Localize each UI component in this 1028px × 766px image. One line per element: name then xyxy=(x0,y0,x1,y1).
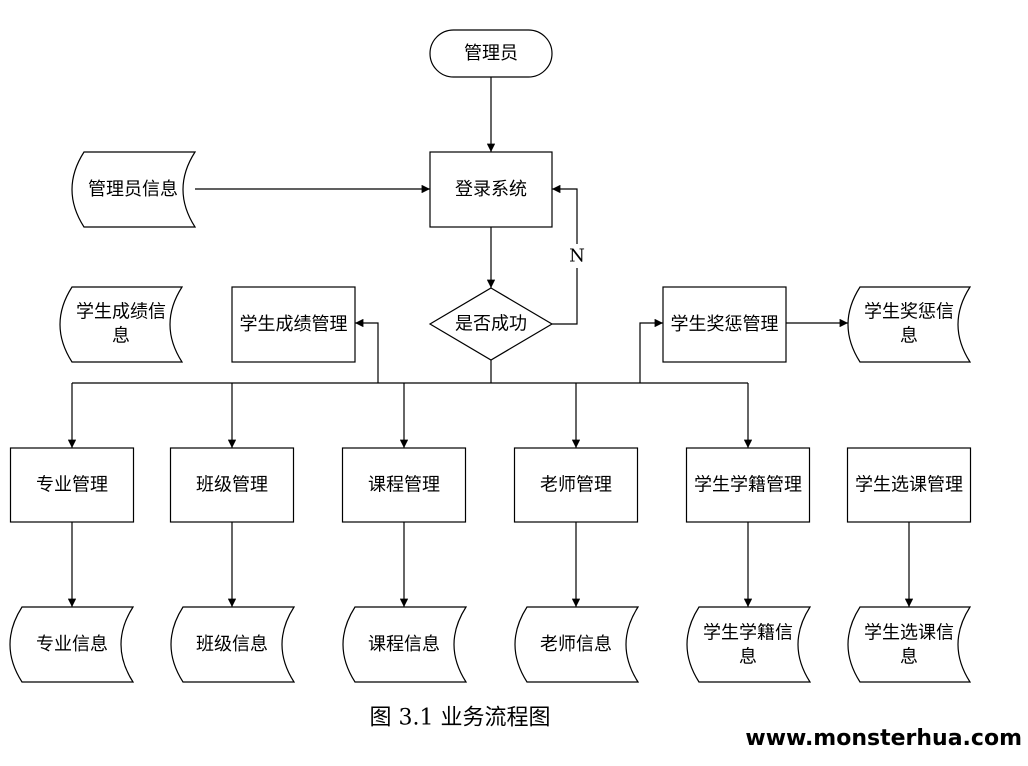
class-info-store: 班级信息 xyxy=(170,606,296,683)
major-info-label: 专业信息 xyxy=(36,634,108,655)
selection-management-label: 学生选课管理 xyxy=(855,475,963,496)
score-info-label-line1: 学生成绩信 xyxy=(76,302,166,323)
status-management-label: 学生学籍管理 xyxy=(694,475,802,496)
teacher-info-store: 老师信息 xyxy=(514,606,640,683)
reward-management-process: 学生奖惩管理 xyxy=(662,286,787,363)
class-info-label: 班级信息 xyxy=(196,634,268,655)
decision-diamond: 是否成功 xyxy=(428,287,554,361)
class-management-label: 班级管理 xyxy=(196,475,268,496)
course-info-label: 课程信息 xyxy=(368,634,440,655)
reward-info-label-line1: 学生奖惩信 xyxy=(864,302,954,323)
status-management-process: 学生学籍管理 xyxy=(685,447,811,523)
start-label: 管理员 xyxy=(464,43,518,64)
arrow-bus-to-reward xyxy=(639,318,663,383)
reward-info-label-line2: 息 xyxy=(900,326,918,347)
major-info-store: 专业信息 xyxy=(9,606,135,683)
score-management-label: 学生成绩管理 xyxy=(240,314,348,335)
no-label-bg xyxy=(569,244,585,268)
selection-info-label-line2: 息 xyxy=(900,647,918,668)
admin-info-label: 管理员信息 xyxy=(88,179,178,200)
course-management-label: 课程管理 xyxy=(368,475,440,496)
course-info-store: 课程信息 xyxy=(342,606,468,683)
start-terminal: 管理员 xyxy=(429,29,553,78)
course-management-process: 课程管理 xyxy=(341,447,467,523)
score-info-label-line2: 息 xyxy=(112,326,130,347)
major-management-process: 专业管理 xyxy=(9,447,135,523)
decision-label: 是否成功 xyxy=(455,314,527,335)
teacher-info-label: 老师信息 xyxy=(540,634,612,655)
class-management-process: 班级管理 xyxy=(169,447,295,523)
login-label: 登录系统 xyxy=(455,179,527,200)
selection-info-label-line1: 学生选课信 xyxy=(864,623,954,644)
status-info-label-line2: 息 xyxy=(739,647,757,668)
status-info-store: 学生学籍信 息 xyxy=(686,606,812,683)
site-watermark: www.monsterhua.com xyxy=(745,726,1022,751)
status-info-label-line1: 学生学籍信 xyxy=(703,623,793,644)
figure-caption: 图 3.1 业务流程图 xyxy=(370,706,551,731)
teacher-management-label: 老师管理 xyxy=(540,475,612,496)
score-info-store: 学生成绩信 息 xyxy=(59,286,184,363)
no-branch-label: N xyxy=(569,246,585,267)
score-management-process: 学生成绩管理 xyxy=(231,286,356,363)
teacher-management-process: 老师管理 xyxy=(513,447,639,523)
selection-management-process: 学生选课管理 xyxy=(846,447,972,523)
selection-info-store: 学生选课信 息 xyxy=(847,606,972,683)
reward-management-label: 学生奖惩管理 xyxy=(671,314,779,335)
reward-info-store: 学生奖惩信 息 xyxy=(847,286,972,363)
login-process: 登录系统 xyxy=(429,151,553,228)
admin-info-store: 管理员信息 xyxy=(71,151,197,228)
arrow-bus-to-score xyxy=(355,318,379,383)
major-management-label: 专业管理 xyxy=(36,475,108,496)
